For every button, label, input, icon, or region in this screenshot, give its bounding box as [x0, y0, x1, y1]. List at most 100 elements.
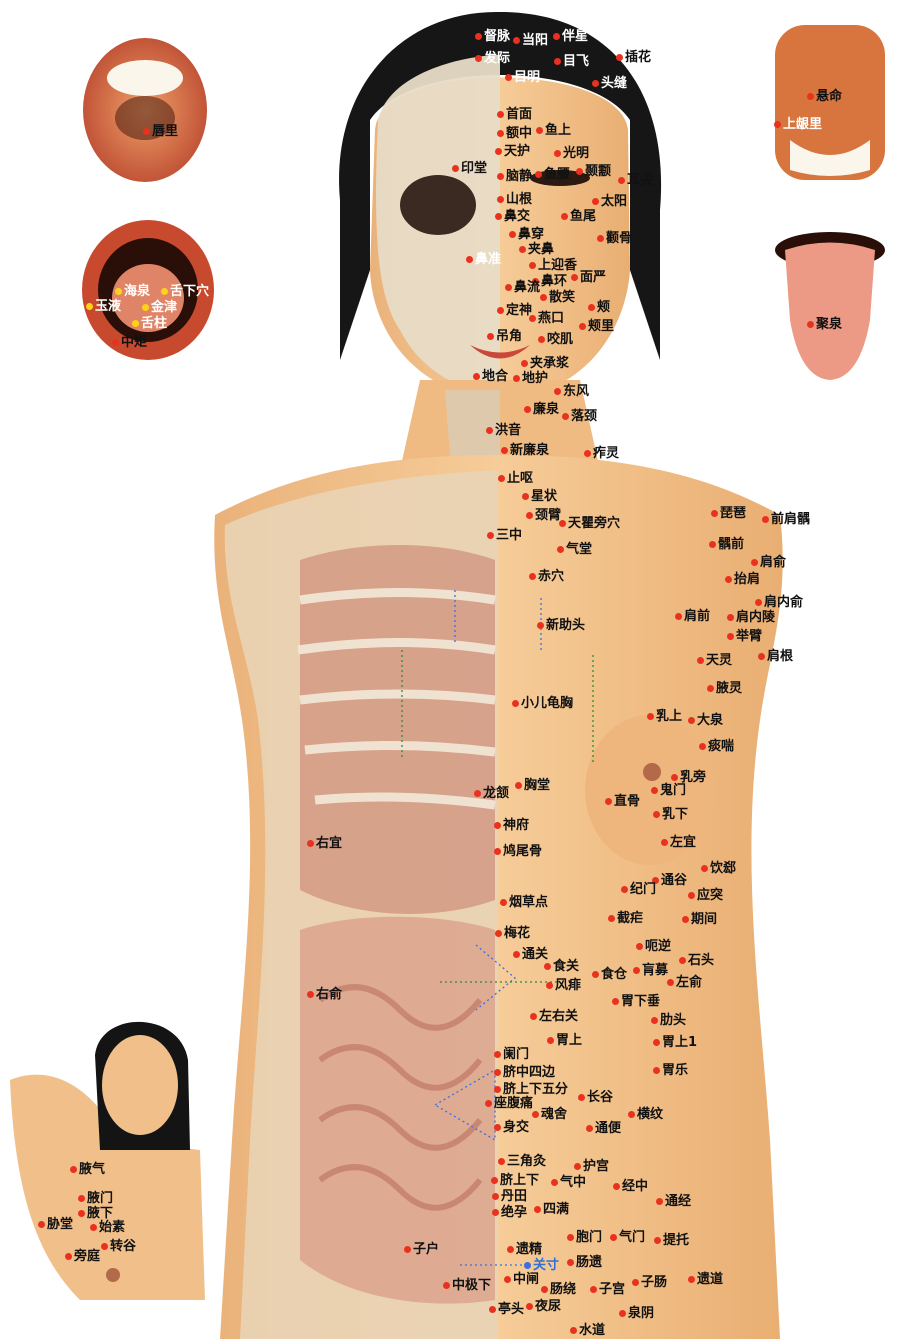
acupoint-marker — [807, 321, 814, 328]
acupoint-label: 三中 — [496, 529, 522, 542]
acupoint-label: 东风 — [563, 385, 589, 398]
acupoint-marker — [661, 839, 668, 846]
acupoint-marker — [727, 614, 734, 621]
acupoint-label: 截疟 — [617, 912, 643, 925]
acupoint-label: 胃下垂 — [621, 995, 660, 1008]
acupoint-label: 山根 — [506, 193, 532, 206]
acupoint-label: 鬼门 — [660, 784, 686, 797]
acupoint-marker — [592, 971, 599, 978]
acupoint-label: 胃乐 — [662, 1064, 688, 1077]
acupoint-label: 阑门 — [503, 1048, 529, 1061]
acupoint-label: 聚泉 — [816, 318, 842, 331]
acupoint-label: 颈臂 — [535, 509, 561, 522]
acupoint-marker — [504, 1276, 511, 1283]
acupoint-label: 唇里 — [152, 125, 178, 138]
acupoint-marker — [515, 782, 522, 789]
acupoint-label: 泉阴 — [628, 1307, 654, 1320]
acupoint-label: 纪门 — [630, 883, 656, 896]
acupoint-marker — [524, 1262, 531, 1269]
acupoint-marker — [38, 1221, 45, 1228]
acupoint-marker — [495, 148, 502, 155]
acupoint-marker — [494, 1069, 501, 1076]
acupoint-label: 颞颥 — [585, 165, 611, 178]
acupoint-marker — [727, 633, 734, 640]
acupoint-label: 鼻流 — [514, 281, 540, 294]
acupoint-label: 目明 — [514, 71, 540, 84]
acupoint-marker — [505, 284, 512, 291]
acupoint-marker — [578, 1094, 585, 1101]
acupoint-marker — [701, 865, 708, 872]
acupoint-label: 脑静 — [506, 170, 532, 183]
acupoint-marker — [486, 427, 493, 434]
acupoint-marker — [605, 798, 612, 805]
acupoint-label: 腋下 — [87, 1207, 113, 1220]
acupoint-label: 肠遗 — [576, 1256, 602, 1269]
acupoint-label: 右宜 — [316, 837, 342, 850]
acupoint-label: 首面 — [506, 108, 532, 121]
acupoint-label: 上龈里 — [783, 118, 822, 131]
acupoint-marker — [547, 1037, 554, 1044]
acupoint-label: 食仓 — [601, 968, 627, 981]
acupoint-label: 腋门 — [87, 1192, 113, 1205]
acupoint-label: 腋气 — [79, 1163, 105, 1176]
acupoint-label: 肩根 — [767, 650, 793, 663]
acupoint-label: 胁堂 — [47, 1218, 73, 1231]
acupoint-label: 小儿龟胸 — [521, 697, 573, 710]
acupoint-marker — [489, 1306, 496, 1313]
acupoint-label: 直骨 — [614, 795, 640, 808]
acupoint-marker — [576, 168, 583, 175]
acupoint-label: 目飞 — [563, 55, 589, 68]
acupoint-marker — [487, 333, 494, 340]
acupoint-marker — [78, 1195, 85, 1202]
acupoint-marker — [529, 573, 536, 580]
acupoint-marker — [621, 886, 628, 893]
acupoint-label: 右俞 — [316, 988, 342, 1001]
acupoint-marker — [709, 541, 716, 548]
acupoint-label: 水道 — [579, 1324, 605, 1337]
acupoint-marker — [544, 963, 551, 970]
acupoint-marker — [628, 1111, 635, 1118]
acupoint-marker — [671, 774, 678, 781]
acupoint-label: 烟草点 — [509, 896, 548, 909]
acupoint-marker — [404, 1246, 411, 1253]
acupoint-label: 天瞿旁穴 — [568, 517, 620, 530]
acupoint-label: 痄灵 — [593, 447, 619, 460]
acupoint-marker — [474, 790, 481, 797]
acupoint-label: 遗精 — [516, 1243, 542, 1256]
acupoint-marker — [588, 304, 595, 311]
acupoint-label: 头缝 — [601, 77, 627, 90]
acupoint-label: 海泉 — [124, 285, 150, 298]
acupoint-marker — [540, 294, 547, 301]
acupoint-label: 夜尿 — [535, 1300, 561, 1313]
acupoint-marker — [536, 127, 543, 134]
acupoint-marker — [307, 991, 314, 998]
acupoint-label: 提托 — [663, 1234, 689, 1247]
acupoint-marker — [443, 1282, 450, 1289]
acupoint-label: 亭头 — [498, 1303, 524, 1316]
acupoint-label: 四满 — [543, 1203, 569, 1216]
acupoint-label: 星状 — [531, 490, 557, 503]
acupoint-label: 悬命 — [816, 90, 842, 103]
acupoint-marker — [537, 622, 544, 629]
acupoint-marker — [654, 1237, 661, 1244]
acupoint-label: 新助头 — [546, 619, 585, 632]
acupoint-label: 通便 — [595, 1122, 621, 1135]
acupoint-label: 上迎香 — [538, 259, 577, 272]
acupoint-label: 额中 — [506, 127, 532, 140]
acupoint-label: 印堂 — [461, 162, 487, 175]
acupoint-label: 督脉 — [484, 30, 510, 43]
acupoint-marker — [534, 1206, 541, 1213]
acupoint-label: 地护 — [522, 372, 548, 385]
acupoint-marker — [494, 822, 501, 829]
acupoint-marker — [491, 1177, 498, 1184]
acupoint-marker — [554, 388, 561, 395]
acupoint-label: 座腹痛 — [494, 1097, 533, 1110]
acupoint-marker — [522, 493, 529, 500]
acupoint-label: 胸堂 — [524, 779, 550, 792]
acupoint-label: 龙颔 — [483, 787, 509, 800]
acupoint-marker — [586, 1125, 593, 1132]
acupoint-marker — [553, 33, 560, 40]
acupoint-label: 鸠尾骨 — [503, 845, 542, 858]
acupoint-label: 面严 — [580, 271, 606, 284]
